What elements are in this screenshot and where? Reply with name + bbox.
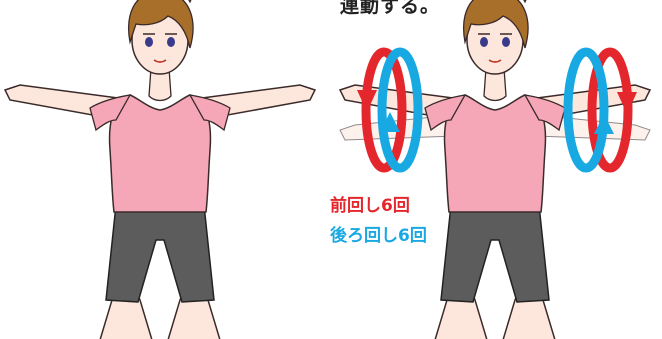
backward-arrowhead-left	[380, 112, 400, 132]
backward-ring-right	[563, 47, 609, 173]
backward-ring-left	[377, 47, 423, 173]
forward-rotation-label: 前回し6回	[330, 196, 410, 216]
rotation-arrows-left	[357, 47, 423, 173]
caption-text: 連動する。	[340, 0, 441, 17]
backward-arrowhead-right	[594, 114, 614, 134]
left-figure	[3, 0, 317, 339]
forward-ring-left	[361, 47, 407, 173]
backward-rotation-label: 後ろ回し6回	[330, 226, 427, 246]
forward-arrowhead-left	[357, 90, 377, 112]
rotation-arrows-right	[563, 47, 637, 173]
forward-arrowhead-right	[617, 92, 637, 114]
